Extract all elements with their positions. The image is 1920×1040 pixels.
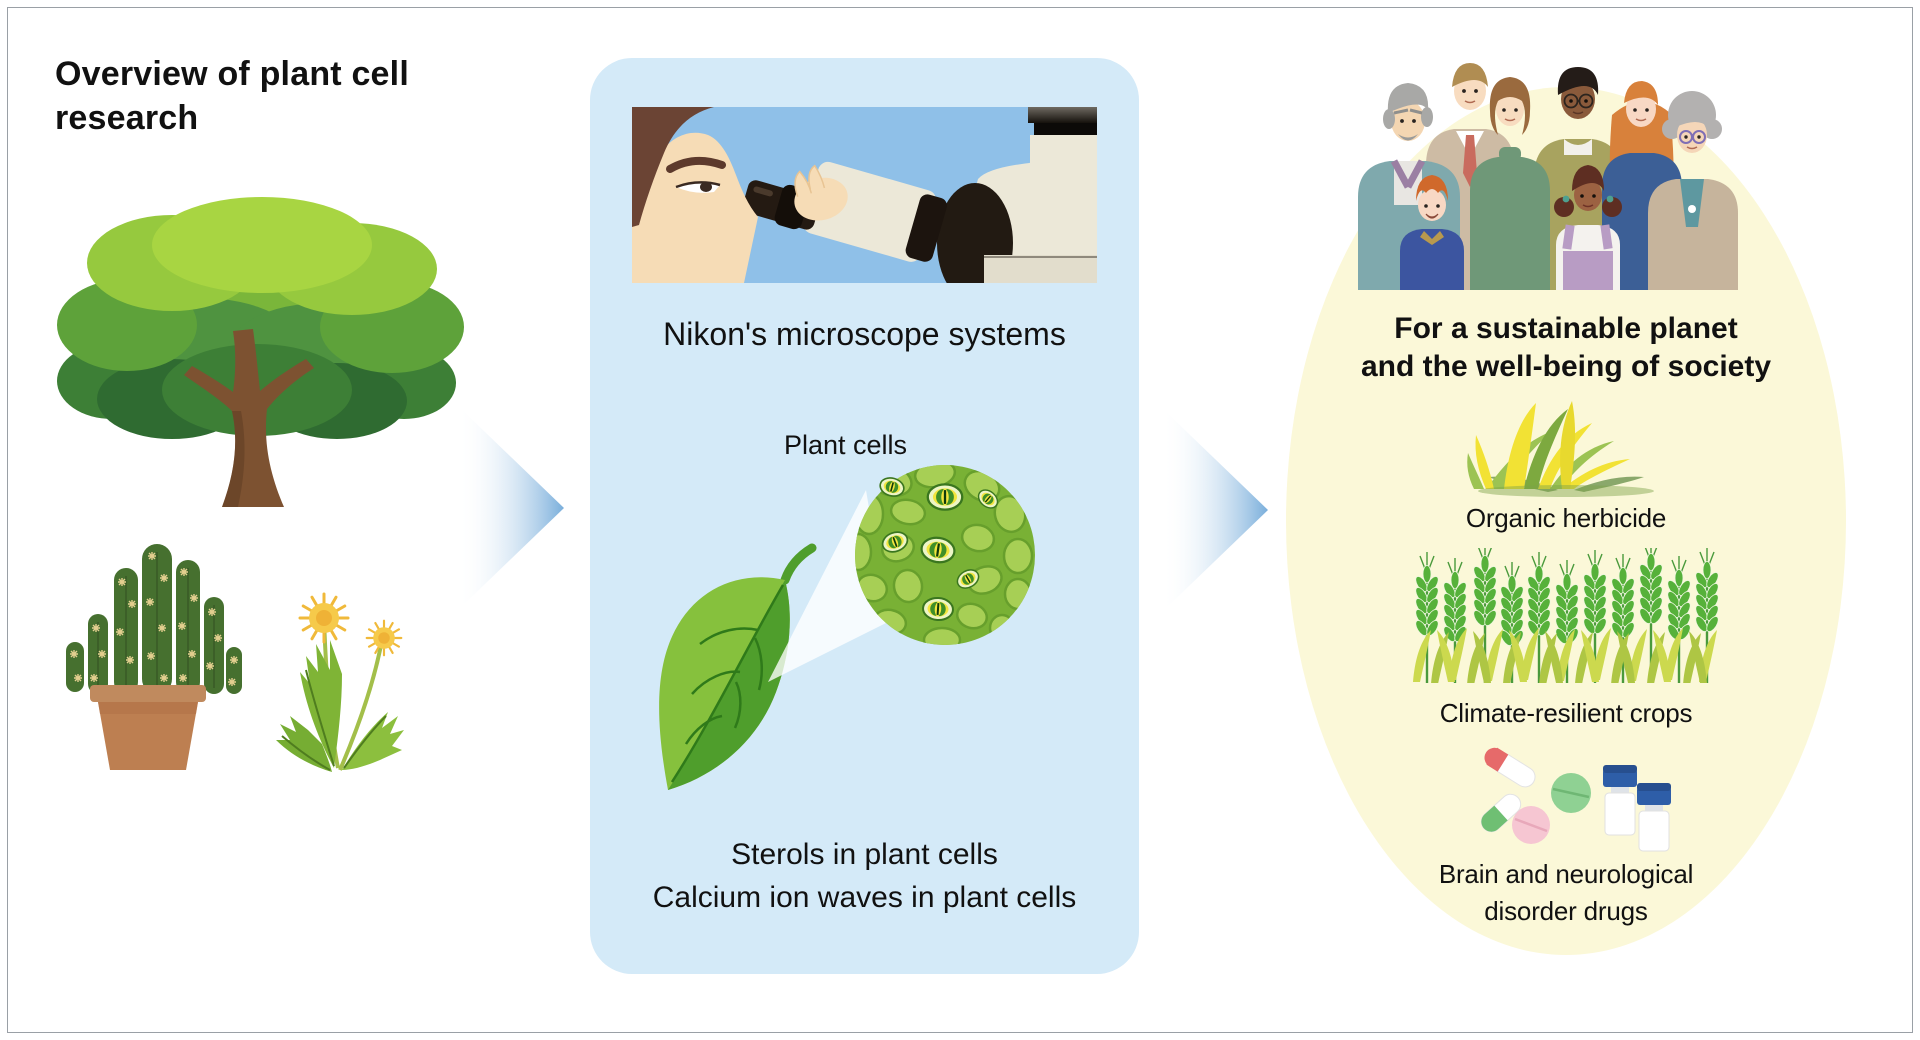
person-old-woman xyxy=(1648,91,1738,290)
application-label-herbicide: Organic herbicide xyxy=(1465,503,1667,533)
researcher-hand xyxy=(794,164,848,221)
eyebrow xyxy=(666,156,726,173)
plant-cells-label: Plant cells xyxy=(783,430,908,460)
page-title-line2: research xyxy=(55,99,199,137)
dandelion-icon xyxy=(276,592,404,772)
capsule-red xyxy=(1484,747,1536,788)
medicine-vial xyxy=(1637,783,1671,852)
drugs-label-line1: Brain and neurological xyxy=(1438,859,1694,889)
researcher-hair xyxy=(632,107,714,227)
weed-icon xyxy=(1467,401,1654,497)
person-boy xyxy=(1400,175,1464,290)
leaf-to-cells-illustration xyxy=(659,465,1035,790)
tablet-green xyxy=(1551,773,1591,813)
microscope-top-knob xyxy=(1028,107,1097,123)
photo-caption: Nikon's microscope systems xyxy=(663,316,1066,352)
cactus-body xyxy=(66,544,242,694)
society-heading: For a sustainable planet and the well-be… xyxy=(1296,310,1836,386)
page-title: Overview of plant cell research xyxy=(55,52,475,140)
leaf-veins xyxy=(670,584,785,783)
society-heading-line1: For a sustainable planet xyxy=(1394,312,1738,345)
person-woman-bob xyxy=(1470,77,1550,290)
leaf-icon xyxy=(659,543,817,790)
flow-arrow-right-icon xyxy=(458,406,564,610)
research-topic: Calcium ion waves in plant cells xyxy=(652,881,1077,914)
dandelion-flower xyxy=(365,619,403,657)
medicine-vial xyxy=(1603,765,1637,836)
plant-pot xyxy=(90,685,206,770)
application-label-crops: Climate-resilient crops xyxy=(1439,698,1693,728)
dandelion-leaf xyxy=(300,640,342,768)
page-title-line1: Overview of plant cell xyxy=(55,55,409,93)
application-label-drugs: Brain and neurological disorder drugs xyxy=(1296,856,1836,930)
research-topics: Sterols in plant cells Calcium ion waves… xyxy=(590,833,1139,919)
flow-arrow-right-icon xyxy=(1162,408,1268,612)
wheat-crops-icon xyxy=(1411,548,1721,683)
tablet-pink xyxy=(1512,806,1550,844)
potted-cactus-icon xyxy=(66,544,242,770)
drugs-label-line2: disorder drugs xyxy=(1484,896,1648,926)
researcher-using-microscope-photo xyxy=(632,107,1097,283)
tree-icon xyxy=(57,197,464,507)
research-topic: Sterols in plant cells xyxy=(731,838,998,871)
microscope-research-panel: Nikon's microscope systems Plant cells xyxy=(590,58,1139,974)
dandelion-leaf xyxy=(276,716,332,772)
medicine-icon xyxy=(1480,747,1671,852)
dandelion-leaf xyxy=(342,712,404,770)
capsule-green xyxy=(1480,793,1522,833)
dandelion-flower xyxy=(298,592,350,644)
mustache xyxy=(1398,134,1418,141)
people-group-icon xyxy=(1358,63,1738,290)
researcher-face xyxy=(632,107,758,283)
tree-trunk xyxy=(184,329,314,507)
bow-tie xyxy=(1420,231,1444,245)
person-girl xyxy=(1554,165,1622,290)
society-heading-line2: and the well-being of society xyxy=(1360,350,1772,383)
